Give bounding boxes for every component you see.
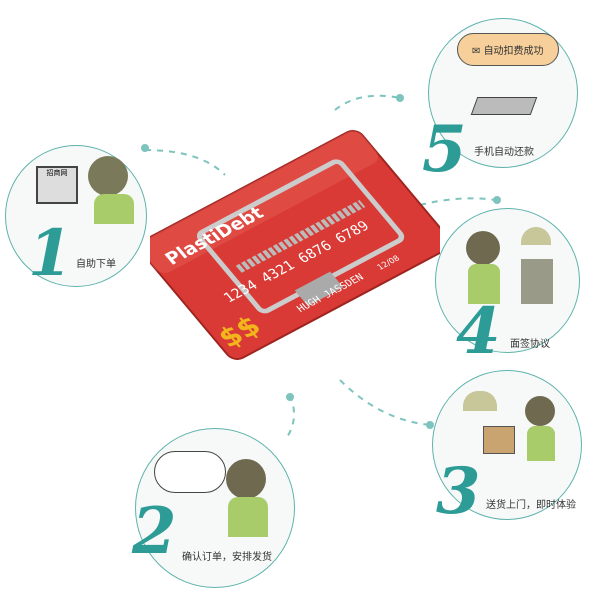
girl-body-icon (468, 264, 500, 304)
step-2-number: 2 (132, 494, 177, 569)
step-3-circle (432, 370, 582, 520)
connector-3 (339, 379, 431, 426)
girl-head-icon (226, 459, 266, 499)
package-box-icon (483, 426, 515, 454)
girl-body-icon (527, 426, 555, 461)
step-1-caption: 自助下单 (76, 259, 116, 270)
connector-1 (144, 149, 226, 176)
sms-bubble: ✉ 自动扣费成功 (457, 33, 559, 66)
connector-5 (334, 94, 401, 111)
step-2-circle (135, 428, 295, 588)
computer-monitor-icon: 招商网 (36, 166, 78, 204)
step-1-circle: 招商网 (5, 145, 147, 287)
step-3-number: 3 (436, 454, 481, 529)
mobile-phone-icon (470, 97, 538, 115)
girl-body-icon (94, 194, 134, 224)
thought-bubble-icon (154, 451, 226, 493)
girl-head-icon (88, 156, 128, 196)
step-3-caption: 送货上门，即时体验 (486, 500, 576, 511)
delivery-man-cap-icon (521, 227, 551, 245)
connector-2 (284, 394, 295, 441)
girl-head-icon (466, 231, 500, 265)
step-4-caption: 面签协议 (510, 339, 550, 350)
step-5-number: 5 (422, 112, 467, 187)
envelope-icon: ✉ (472, 46, 484, 57)
connector-4 (419, 197, 496, 206)
girl-head-icon (525, 396, 555, 426)
delivery-man-body-icon (521, 259, 553, 304)
step-5-caption: 手机自动还款 (474, 147, 534, 158)
step-1-number: 1 (28, 216, 73, 291)
girl-body-icon (228, 497, 268, 537)
delivery-man-cap-icon (463, 391, 497, 411)
step-2-caption: 确认订单，安排发货 (182, 552, 272, 563)
step-4-circle (435, 208, 580, 353)
step-5-circle: ✉ 自动扣费成功 (428, 18, 578, 168)
step-4-number: 4 (456, 294, 501, 369)
credit-card-mousetrap: PlastiDebt 1234 4321 6876 6789 HUGH JASS… (150, 130, 440, 360)
